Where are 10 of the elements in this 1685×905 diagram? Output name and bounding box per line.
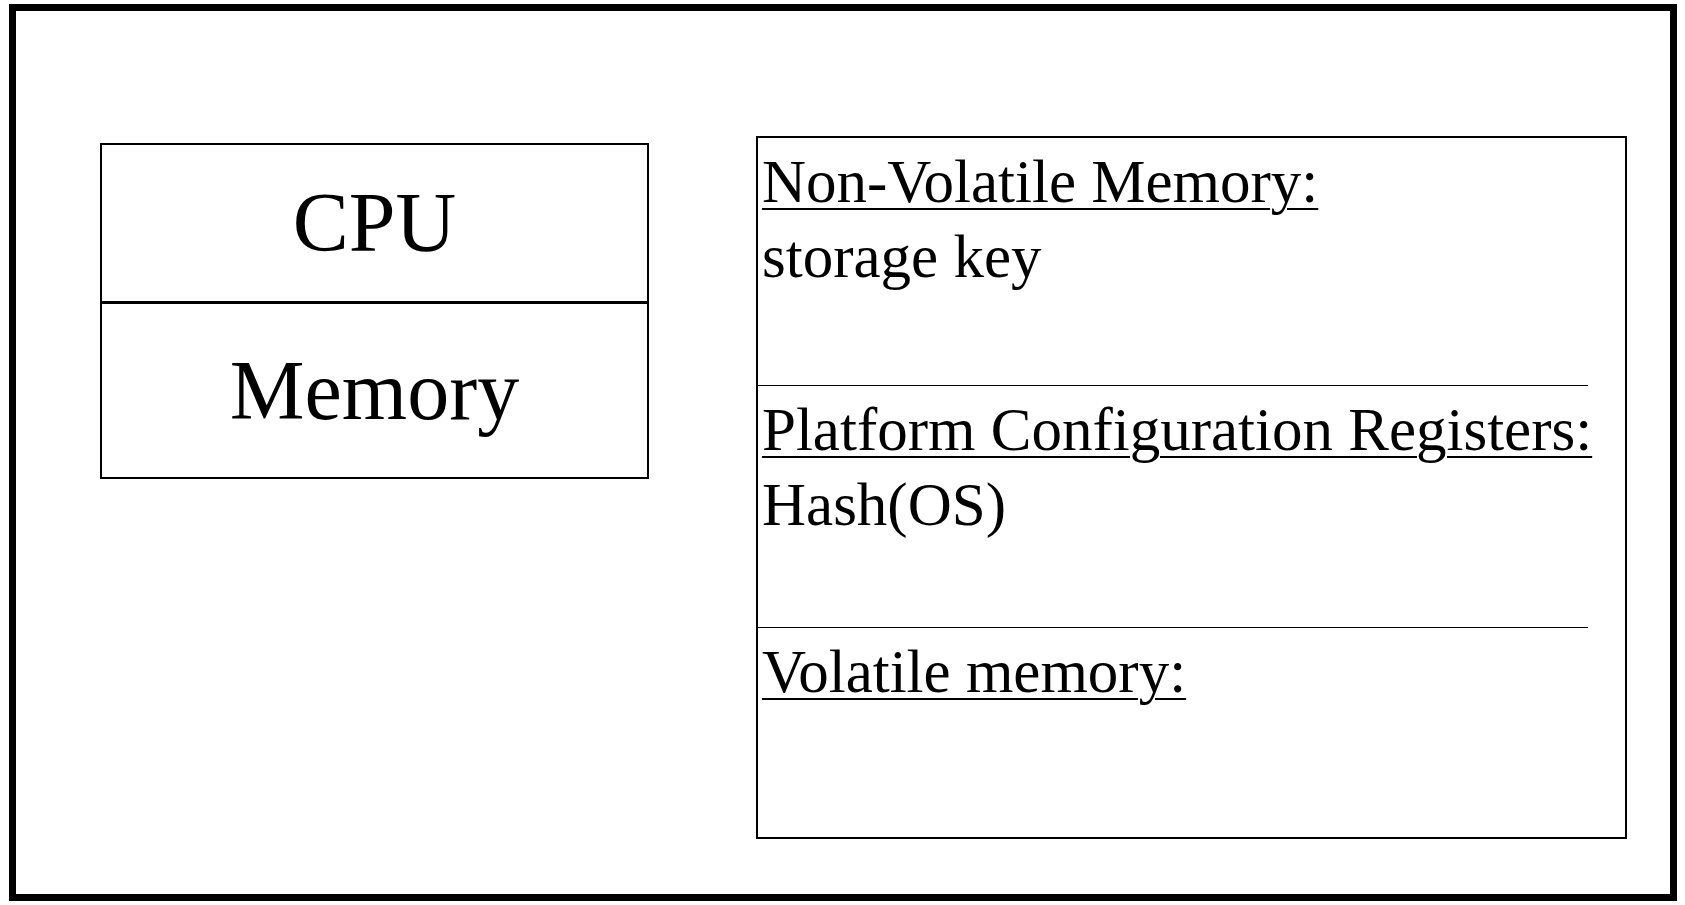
section-heading: Platform Configuration Registers: [762, 395, 1593, 465]
chip-panel [756, 136, 1627, 839]
section-heading: Volatile memory: [762, 637, 1187, 707]
component-box [100, 302, 649, 479]
section-value: Hash(OS) [762, 470, 1006, 540]
component-label: CPU [292, 181, 457, 265]
section-heading: Non-Volatile Memory: [762, 147, 1319, 217]
component-box [100, 143, 649, 303]
box-frame [9, 4, 1677, 901]
section-value: storage key [762, 222, 1042, 292]
